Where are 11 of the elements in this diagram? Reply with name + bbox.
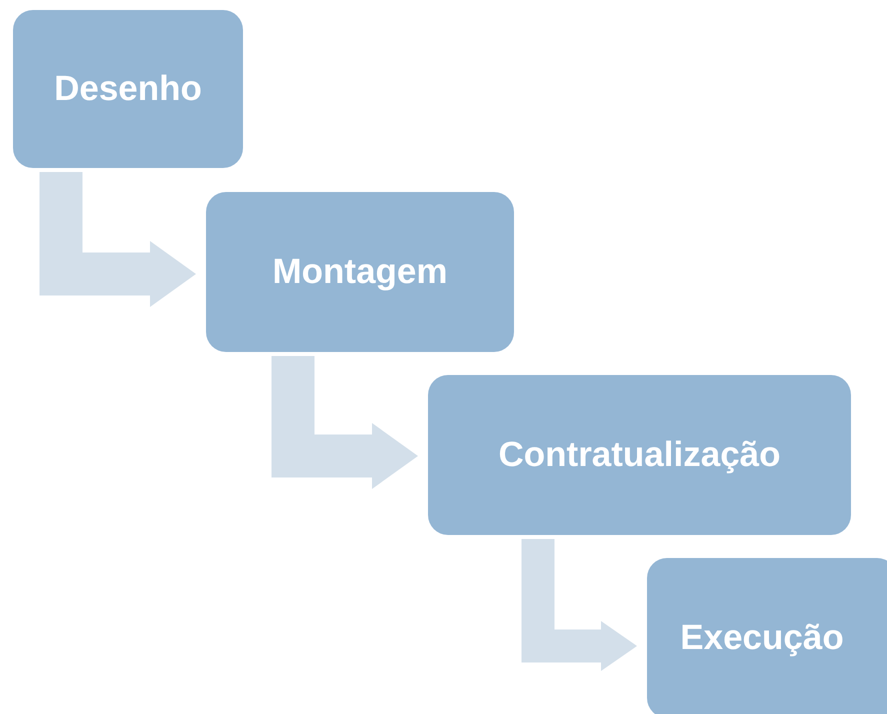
step-label: Montagem xyxy=(272,252,448,292)
process-box xyxy=(428,375,851,535)
arrow xyxy=(522,539,637,671)
process-box xyxy=(206,192,514,352)
process-box xyxy=(647,558,887,714)
step-label: Execução xyxy=(680,618,844,658)
arrow xyxy=(40,172,196,307)
arrow xyxy=(272,356,418,489)
step-label: Desenho xyxy=(54,69,202,109)
step-label: Contratualização xyxy=(498,435,780,475)
process-box xyxy=(13,10,243,168)
